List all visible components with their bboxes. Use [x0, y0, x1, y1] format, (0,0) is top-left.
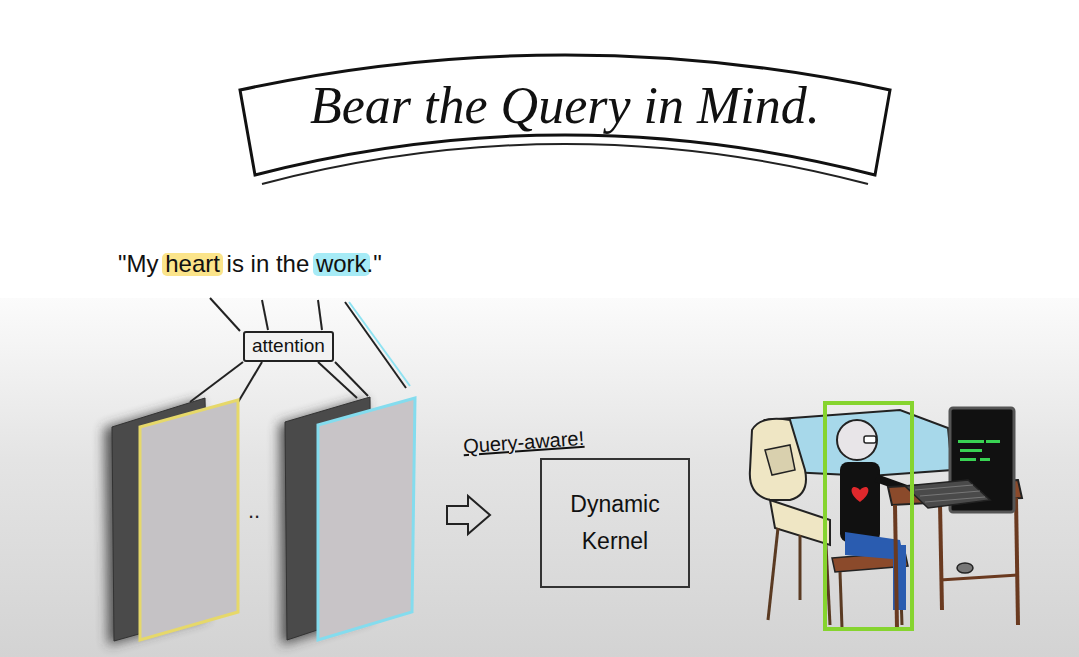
attention-box: attention [243, 331, 334, 362]
kernel-box: Query-aware!Dynamic Kernel [463, 430, 690, 588]
person-at-desk [915, 485, 985, 502]
person-at-desk [768, 528, 830, 625]
attention-lines [190, 362, 243, 402]
banner-title: Bear the Query in Mind. [310, 80, 820, 132]
person-at-desk [980, 458, 990, 461]
attention-lines [210, 298, 240, 331]
person-at-desk [925, 497, 985, 502]
attention-lines [190, 298, 406, 404]
feature-maps [318, 398, 415, 640]
person-at-desk [958, 440, 984, 443]
heading-text: Query-aware! [462, 426, 585, 458]
person-at-desk [895, 505, 897, 628]
person-at-desk [915, 485, 973, 490]
person-at-desk [960, 449, 982, 452]
hollow-arrow [447, 496, 490, 534]
attention-lines [335, 362, 368, 396]
person-at-desk [864, 436, 876, 443]
feature-maps [104, 397, 415, 645]
person-at-desk [958, 440, 1000, 461]
person-at-desk [1016, 498, 1018, 625]
box-text: attention [252, 335, 325, 356]
person-at-desk [799, 535, 802, 600]
person-at-desk [852, 487, 869, 502]
person-at-desk [837, 420, 877, 460]
person-at-desk [960, 458, 976, 461]
ribbon-band [240, 55, 890, 175]
attention-lines [345, 302, 406, 388]
attention-lines [318, 300, 322, 330]
person-at-desk [840, 462, 880, 542]
person-at-desk [750, 403, 1022, 629]
attention-lines [262, 300, 268, 330]
person-at-desk [905, 480, 990, 508]
person-at-desk [840, 572, 842, 628]
person-at-desk [957, 563, 973, 573]
kernel-border: Dynamic Kernel [540, 458, 690, 588]
box-text: Dynamic Kernel [554, 486, 676, 560]
person-at-desk [940, 575, 1018, 580]
person-at-desk [986, 440, 1000, 443]
attention-lines [237, 362, 262, 404]
person-at-desk [940, 503, 942, 610]
feature-maps [140, 400, 238, 640]
quote-text: "My heart is in the work." [118, 250, 382, 279]
person-at-desk [825, 403, 912, 629]
person-at-desk [750, 419, 806, 500]
ellipsis-dots: .. [248, 500, 260, 522]
person-at-desk [768, 528, 778, 620]
work-line [349, 302, 410, 386]
person-at-desk [920, 491, 980, 496]
person-at-desk [840, 566, 902, 628]
person-at-desk [765, 445, 795, 475]
